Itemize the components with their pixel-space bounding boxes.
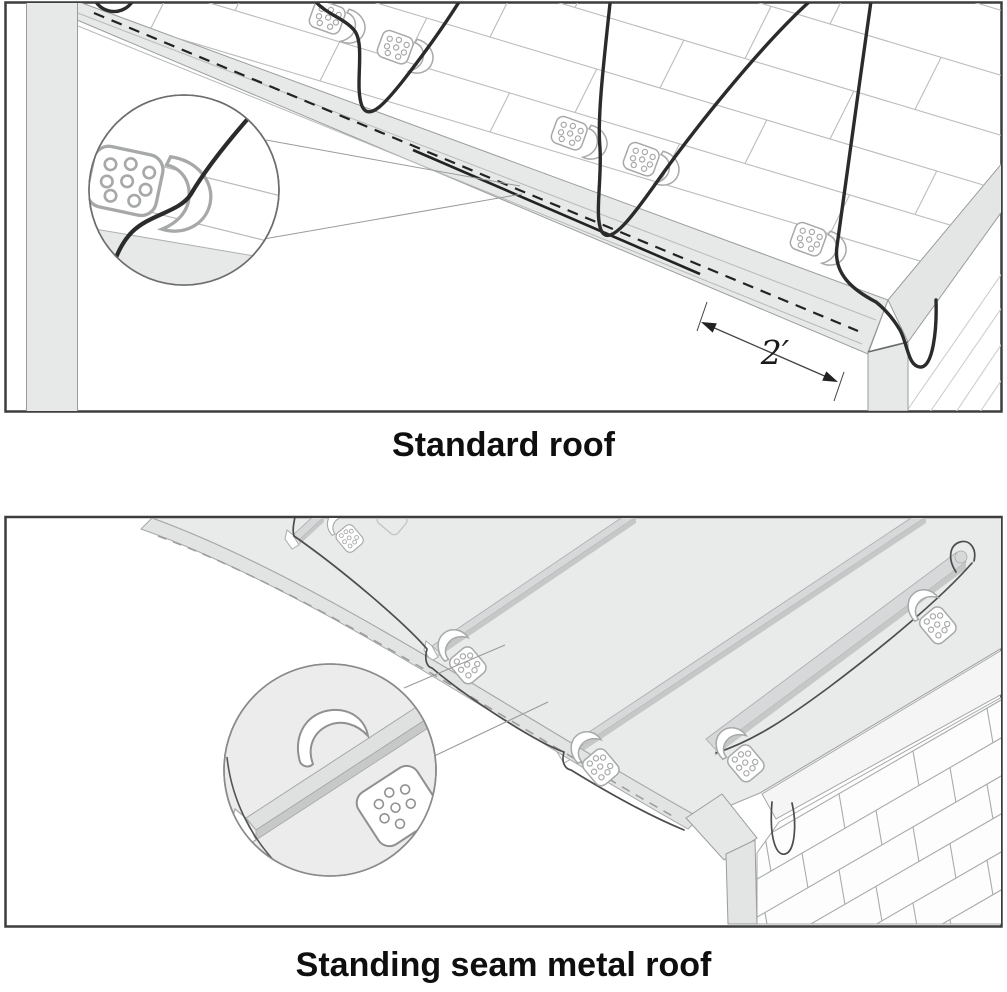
panel-caption-standing-seam-metal-roof: Standing seam metal roof: [295, 946, 712, 984]
heating-cable-detail: [104, 111, 255, 285]
cable-in-gutter: [412, 148, 701, 276]
shingle-roof-surface: [63, 3, 1001, 287]
left-corner-post: [26, 3, 78, 411]
gable-wall-siding-lines: [906, 273, 1001, 411]
panel-caption-standard-roof: Standard roof: [392, 426, 615, 464]
magnifier-leader-lines: [257, 139, 523, 241]
metal-roof-diagram: [4, 515, 1003, 928]
clip-pad-outline: [376, 518, 408, 536]
corner-post: [725, 839, 758, 925]
cable-clips: [321, 518, 963, 791]
roof-edge-trim: [705, 550, 968, 756]
cable-droop-loop: [770, 801, 796, 855]
corner-gutter-end: [685, 793, 758, 861]
brick-wall: [756, 696, 1001, 925]
eave-dimension: 2′: [696, 301, 845, 402]
standard-roof-diagram: 2′: [4, 1, 1003, 413]
standing-seam: [423, 518, 636, 662]
heating-cable: [94, 3, 938, 369]
magnifier-leader-lines: [403, 644, 549, 759]
standing-seams: [284, 518, 968, 764]
magnifier-circle: [223, 663, 437, 877]
dimension-label: 2′: [760, 333, 790, 372]
hidden-cable-dashed-line: [93, 11, 859, 333]
seam-clip-hook-detail: [297, 708, 370, 768]
right-corner-post: [867, 341, 909, 411]
seam-clip-pad-detail: [355, 764, 436, 848]
rake-fascia-band: [761, 650, 1001, 820]
